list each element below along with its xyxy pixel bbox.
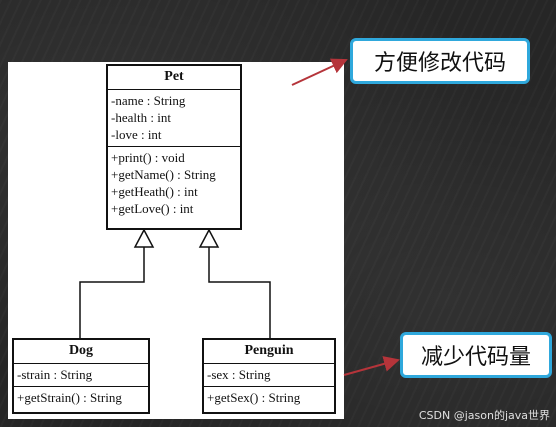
inheritance-arrowhead-dog (133, 228, 155, 248)
class-pet: Pet -name : String -health : int -love :… (106, 64, 242, 230)
class-penguin-attributes: -sex : String (204, 364, 334, 386)
class-penguin-methods: +getSex() : String (204, 386, 334, 409)
class-dog-attributes: -strain : String (14, 364, 148, 386)
method: +getStrain() : String (17, 390, 122, 405)
inheritance-line-dog (79, 247, 145, 338)
method: +getHeath() : int (111, 184, 198, 199)
attribute: -health : int (111, 110, 171, 125)
method: +getLove() : int (111, 201, 194, 216)
class-pet-methods: +print() : void +getName() : String +get… (108, 146, 240, 220)
class-penguin: Penguin -sex : String +getSex() : String (202, 338, 336, 414)
class-pet-name: Pet (108, 66, 240, 90)
attribute: -name : String (111, 93, 186, 108)
inheritance-line-penguin (208, 247, 271, 338)
class-dog: Dog -strain : String +getStrain() : Stri… (12, 338, 150, 414)
csdn-watermark: CSDN @jason的java世界 (418, 409, 550, 422)
uml-diagram-panel: Pet -name : String -health : int -love :… (8, 62, 344, 419)
inheritance-connectors (79, 228, 271, 338)
inheritance-arrowhead-penguin (198, 228, 220, 248)
attribute: -love : int (111, 127, 162, 142)
method: +getSex() : String (207, 390, 301, 405)
class-dog-name: Dog (14, 340, 148, 364)
method: +getName() : String (111, 167, 216, 182)
callout-less-code: 减少代码量 (400, 332, 552, 378)
attribute: -strain : String (17, 367, 93, 382)
class-dog-methods: +getStrain() : String (14, 386, 148, 409)
attribute: -sex : String (207, 367, 271, 382)
method: +print() : void (111, 150, 185, 165)
class-pet-attributes: -name : String -health : int -love : int (108, 90, 240, 146)
callout-easy-to-modify: 方便修改代码 (350, 38, 530, 84)
class-penguin-name: Penguin (204, 340, 334, 364)
